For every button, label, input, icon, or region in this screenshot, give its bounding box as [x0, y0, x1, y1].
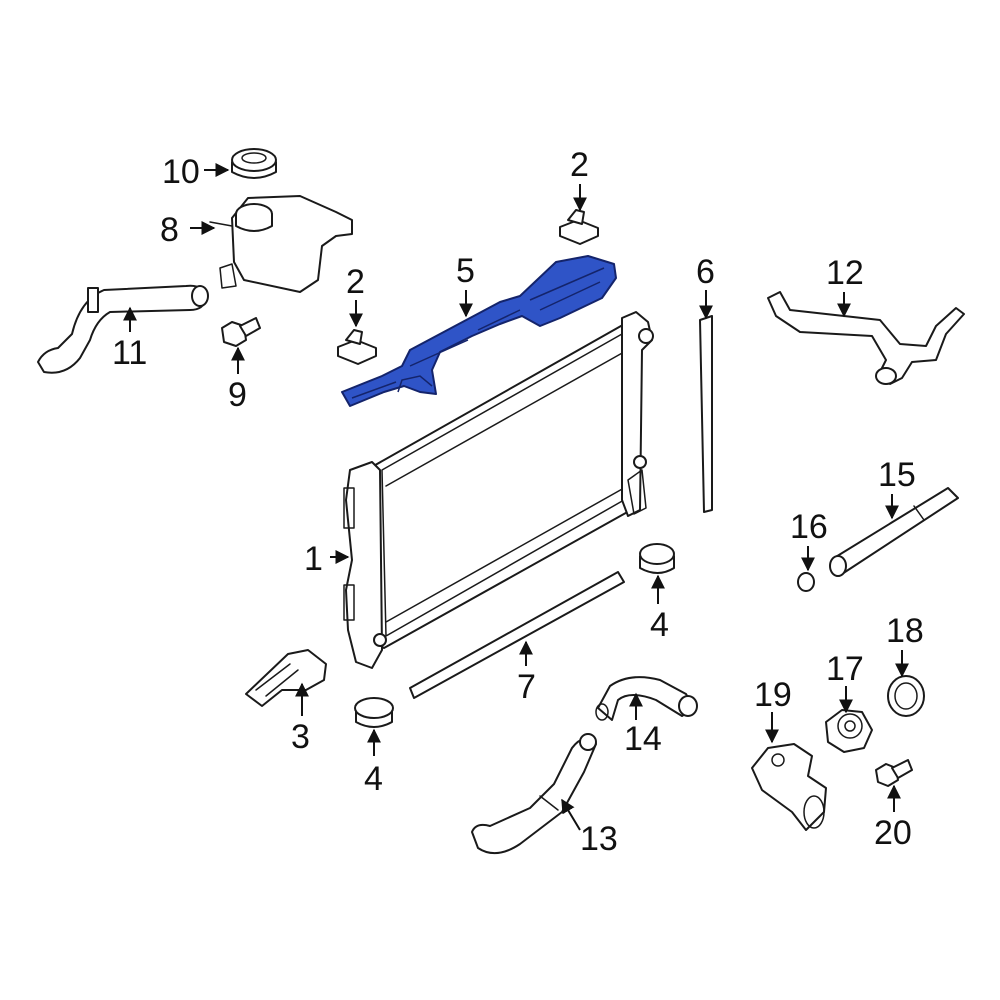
callout-6: 6 — [696, 253, 715, 291]
gasket-part-18[interactable] — [887, 675, 925, 717]
callout-3: 3 — [291, 718, 310, 756]
thermostat-housing-part[interactable] — [751, 743, 827, 831]
reservoir-cap-part[interactable] — [231, 148, 277, 179]
callout-7: 7 — [517, 668, 536, 706]
callout-10: 10 — [162, 153, 200, 191]
lower-seal-part[interactable] — [409, 571, 625, 699]
upper-isolator-part-left[interactable] — [337, 329, 377, 365]
callout-17: 17 — [826, 650, 864, 688]
coolant-reservoir-part[interactable] — [209, 195, 353, 293]
hose-part-14[interactable] — [595, 676, 698, 721]
callout-13: 13 — [580, 820, 618, 858]
hose-part-11[interactable] — [37, 284, 209, 374]
callout-16: 16 — [790, 508, 828, 546]
callout-1: 1 — [304, 540, 323, 578]
callout-19: 19 — [754, 676, 792, 714]
callout-4-lower-left: 4 — [364, 760, 383, 798]
callout-5: 5 — [456, 252, 475, 290]
o-ring-part-16[interactable] — [797, 572, 815, 592]
upper-isolator-part-right[interactable] — [559, 209, 599, 245]
callout-12: 12 — [826, 254, 864, 292]
hose-part-13[interactable] — [471, 733, 597, 855]
tube-part-15[interactable] — [829, 487, 959, 577]
leader-lines — [123, 163, 909, 831]
side-seal-part[interactable] — [699, 315, 713, 513]
bolt-part-9[interactable] — [221, 317, 261, 347]
lower-bracket-part[interactable] — [245, 649, 327, 707]
callout-2-right: 2 — [570, 146, 589, 184]
callout-labels: 1 2 2 3 4 4 5 6 7 8 9 10 11 12 13 14 15 … — [112, 146, 924, 858]
callout-2-left: 2 — [346, 263, 365, 301]
callout-8: 8 — [160, 211, 179, 249]
callout-15: 15 — [878, 456, 916, 494]
radiator-part[interactable] — [343, 311, 654, 669]
upper-support-part[interactable] — [341, 255, 617, 407]
thermostat-part[interactable] — [825, 709, 873, 753]
callout-14: 14 — [624, 720, 662, 758]
callout-20: 20 — [874, 814, 912, 852]
lower-insulator-part-right[interactable] — [639, 543, 675, 574]
lower-insulator-part-left[interactable] — [354, 697, 394, 728]
callout-4-right: 4 — [650, 606, 669, 644]
callout-11: 11 — [112, 334, 147, 372]
callout-9: 9 — [228, 376, 247, 414]
bolt-part-20[interactable] — [875, 759, 913, 787]
callout-18: 18 — [886, 612, 924, 650]
hose-part-12[interactable] — [767, 291, 965, 385]
